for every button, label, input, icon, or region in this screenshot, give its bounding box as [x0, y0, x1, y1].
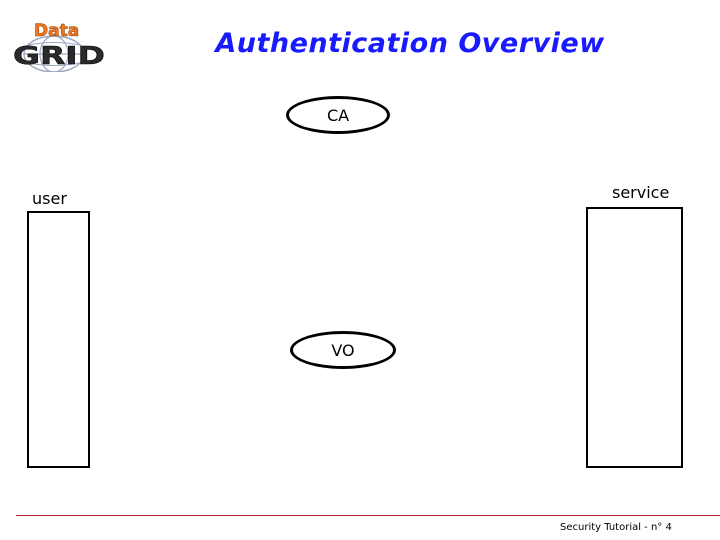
logo-text-data: Data [34, 21, 79, 41]
footer-text: Security Tutorial - n° 4 [560, 522, 672, 533]
user-box [27, 211, 90, 468]
ca-node: CA [286, 96, 390, 134]
globe-icon [23, 35, 85, 72]
vo-label: VO [331, 340, 355, 360]
user-label: user [32, 189, 67, 208]
datagrid-logo: Data GRID [13, 21, 105, 72]
footer-divider [16, 515, 720, 516]
logo-text-grid: GRID [13, 41, 105, 70]
vo-node: VO [290, 331, 396, 369]
service-box [586, 207, 683, 468]
service-label: service [612, 183, 670, 202]
page-title: Authentication Overview [215, 28, 605, 59]
ca-label: CA [326, 105, 350, 125]
